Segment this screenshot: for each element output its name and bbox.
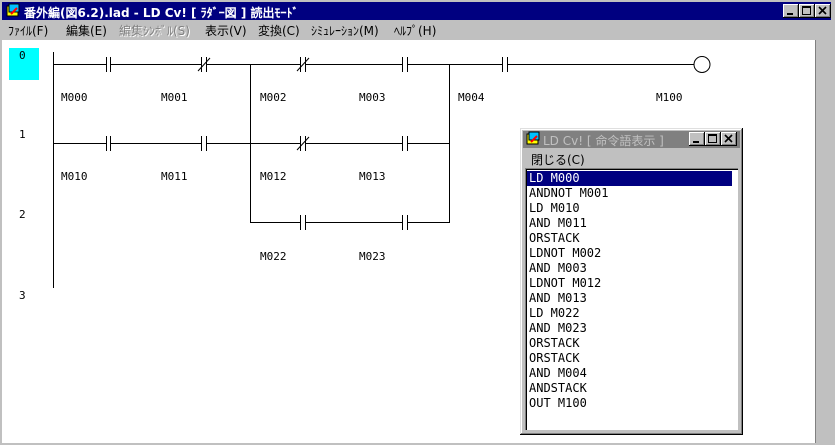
minimize-button[interactable] [783, 4, 799, 18]
minimize-icon [693, 141, 699, 143]
menu-help[interactable]: ﾍﾙﾌﾟ(H) [394, 24, 437, 38]
rung-number: 3 [19, 289, 26, 302]
contact-label: M022 [260, 250, 287, 263]
rung-number: 1 [19, 128, 26, 141]
close-button[interactable] [721, 132, 737, 146]
app-icon [526, 131, 540, 145]
contact-no [106, 57, 111, 72]
menu-bar: ﾌｧｲﾙ(F) 編集(E) 編集ｼﾝﾎﾞﾙ(S) 表示(V) 変換(C) ｼﾐｭ… [2, 20, 831, 39]
list-item[interactable]: OUT M100 [529, 396, 587, 410]
list-item[interactable]: AND M013 [529, 291, 587, 305]
contact-label: M002 [260, 91, 287, 104]
list-item[interactable]: ANDNOT M001 [529, 186, 609, 200]
list-item[interactable]: LDNOT M012 [529, 276, 602, 290]
list-item[interactable]: AND M023 [529, 321, 587, 335]
minimize-icon [787, 13, 793, 15]
close-icon [724, 134, 733, 143]
menu-close[interactable]: 閉じる(C) [531, 153, 585, 167]
contact-label: M011 [161, 170, 188, 183]
contact-label: M001 [161, 91, 188, 104]
contact-label: M000 [61, 91, 88, 104]
list-item[interactable]: AND M004 [529, 366, 587, 380]
minimize-button[interactable] [689, 132, 705, 146]
app-icon [6, 3, 20, 17]
list-item[interactable]: AND M003 [529, 261, 587, 275]
rung-number: 0 [19, 49, 26, 62]
list-item[interactable]: AND M011 [529, 216, 587, 230]
list-item[interactable]: ANDSTACK [529, 381, 587, 395]
maximize-icon [802, 6, 811, 15]
instruction-window-title-bar[interactable]: LD Cv! [ 命令語表示 ] [523, 131, 740, 148]
menu-convert[interactable]: 変換(C) [258, 24, 300, 38]
contact-label: M023 [359, 250, 386, 263]
contact-label: M013 [359, 170, 386, 183]
rung-selection[interactable] [9, 48, 39, 80]
menu-edit-symbol[interactable]: 編集ｼﾝﾎﾞﾙ(S) [119, 24, 190, 38]
instruction-window-title: LD Cv! [ 命令語表示 ] [543, 134, 664, 148]
list-item[interactable]: ORSTACK [529, 231, 580, 245]
output-coil [693, 56, 711, 73]
contact-label: M012 [260, 170, 287, 183]
menu-view[interactable]: 表示(V) [205, 24, 247, 38]
title-bar[interactable]: 番外編(図6.2).lad - LD Cv! [ ﾗﾀﾞｰ図 ] 読出ﾓｰﾄﾞ [2, 2, 831, 20]
contact-no [502, 57, 508, 72]
list-item[interactable]: LDNOT M002 [529, 246, 602, 260]
contact-label: M010 [61, 170, 88, 183]
ladder-diagram [53, 52, 711, 288]
menu-file[interactable]: ﾌｧｲﾙ(F) [8, 24, 49, 38]
maximize-icon [708, 134, 717, 143]
list-item[interactable]: ORSTACK [529, 336, 580, 350]
menu-edit[interactable]: 編集(E) [66, 24, 107, 38]
vertical-scrollbar[interactable] [815, 40, 832, 443]
list-item[interactable]: LD M022 [529, 306, 580, 320]
contact-label: M003 [359, 91, 386, 104]
maximize-button[interactable] [799, 4, 815, 18]
contact-label: M004 [458, 91, 485, 104]
close-button[interactable] [815, 4, 831, 18]
list-item[interactable]: LD M010 [529, 201, 580, 215]
list-item[interactable]: LD M000 [527, 171, 732, 186]
menu-simulation[interactable]: ｼﾐｭﾚｰｼｮﾝ(M) [311, 24, 379, 38]
coil-label: M100 [656, 91, 683, 104]
close-icon [818, 6, 827, 15]
window-title: 番外編(図6.2).lad - LD Cv! [ ﾗﾀﾞｰ図 ] 読出ﾓｰﾄﾞ [24, 6, 299, 20]
maximize-button[interactable] [705, 132, 721, 146]
rung-number: 2 [19, 208, 26, 221]
contact-no [402, 57, 408, 72]
list-item[interactable]: ORSTACK [529, 351, 580, 365]
